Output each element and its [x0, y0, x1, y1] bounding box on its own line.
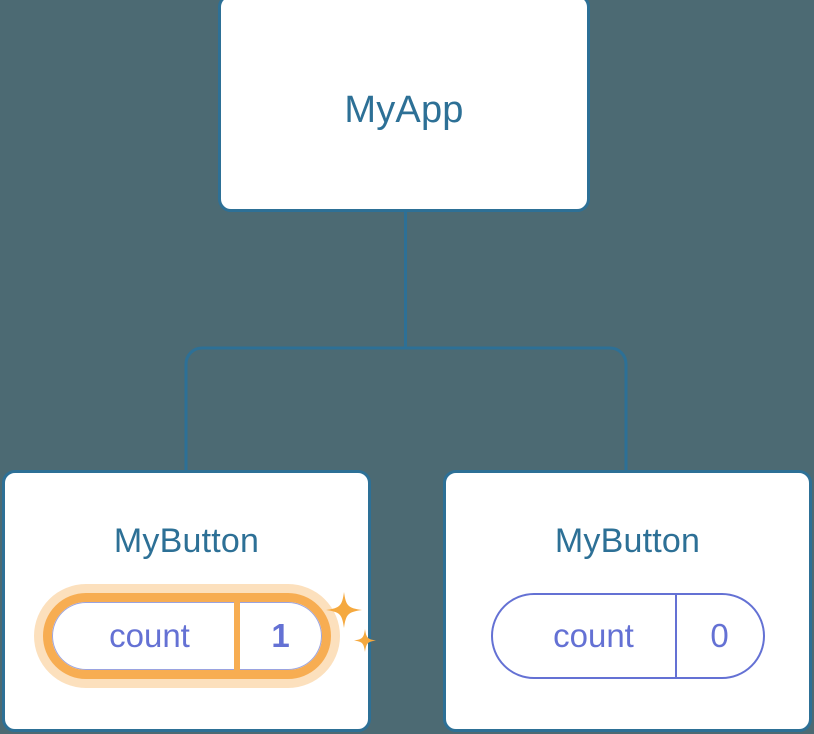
connector-branch-left	[184, 346, 406, 472]
node-mybutton-1-label: MyButton	[554, 522, 701, 560]
state-value-1: 0	[674, 595, 763, 677]
node-mybutton-0[interactable]: MyButton count 1	[2, 470, 376, 732]
node-myapp[interactable]: MyApp	[218, 0, 590, 212]
state-pill-0[interactable]: count 1	[42, 592, 376, 679]
node-mybutton-0-label: MyButton	[113, 522, 260, 560]
state-pill-wrap-1: count 0	[446, 581, 809, 691]
state-pill-1[interactable]: count 0	[490, 593, 765, 679]
node-mybutton-1[interactable]: MyButton count 0	[443, 470, 812, 732]
connector-branch-right	[405, 346, 628, 472]
state-key-0: count	[109, 617, 190, 654]
state-key-1: count	[553, 617, 634, 654]
sparkle-icon	[325, 592, 362, 628]
state-pill-wrap-0: count 1	[5, 581, 376, 691]
state-value-0: 1	[233, 602, 322, 670]
node-myapp-label: MyApp	[344, 89, 464, 131]
